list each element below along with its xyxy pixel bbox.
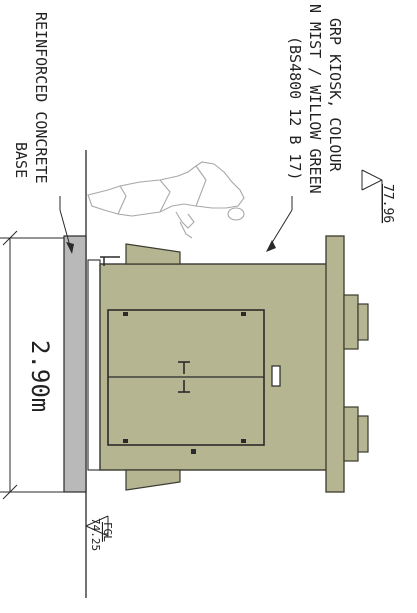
- kiosk-label-line2: N MIST / WILLOW GREEN: [306, 4, 324, 194]
- kiosk-label-leader: [266, 196, 293, 252]
- kiosk-vent-slot: [271, 365, 281, 387]
- base-label-2: BASE: [12, 142, 30, 178]
- kiosk-label-line3: (BS4800 12 B 17): [286, 36, 304, 181]
- fgl-text-wrap: FGL: [101, 522, 114, 542]
- kiosk-double-doors: [107, 309, 265, 454]
- dimension-text-wrap: 2.90m: [26, 340, 54, 412]
- kiosk-label-line1: GRP KIOSK, COLOUR: [326, 18, 344, 172]
- dimension-text: 2.90m: [26, 340, 54, 412]
- concrete-base: [63, 235, 87, 493]
- level-top-text: 77.96: [380, 184, 395, 223]
- kiosk-label: GRP KIOSK, COLOUR: [326, 18, 344, 172]
- base-label: REINFORCED CONCRETE: [32, 12, 50, 184]
- level-marker-top: [361, 169, 383, 210]
- base-label-leader: [59, 196, 74, 254]
- dimension-2-90m: [0, 230, 70, 500]
- kiosk-label-3: (BS4800 12 B 17): [286, 36, 304, 181]
- base-label-line2: BASE: [12, 142, 30, 178]
- base-label-line1: REINFORCED CONCRETE: [32, 12, 50, 184]
- kiosk-label-2: N MIST / WILLOW GREEN: [306, 4, 324, 194]
- level-top-text-wrap: 77.96: [380, 184, 395, 223]
- fgl-value-wrap: 74.25: [89, 518, 102, 551]
- scale-figure: [87, 161, 245, 239]
- fgl-value-text: 74.25: [89, 518, 102, 551]
- level-marker-fgl: [85, 515, 109, 558]
- fgl-label-text: FGL: [101, 522, 114, 542]
